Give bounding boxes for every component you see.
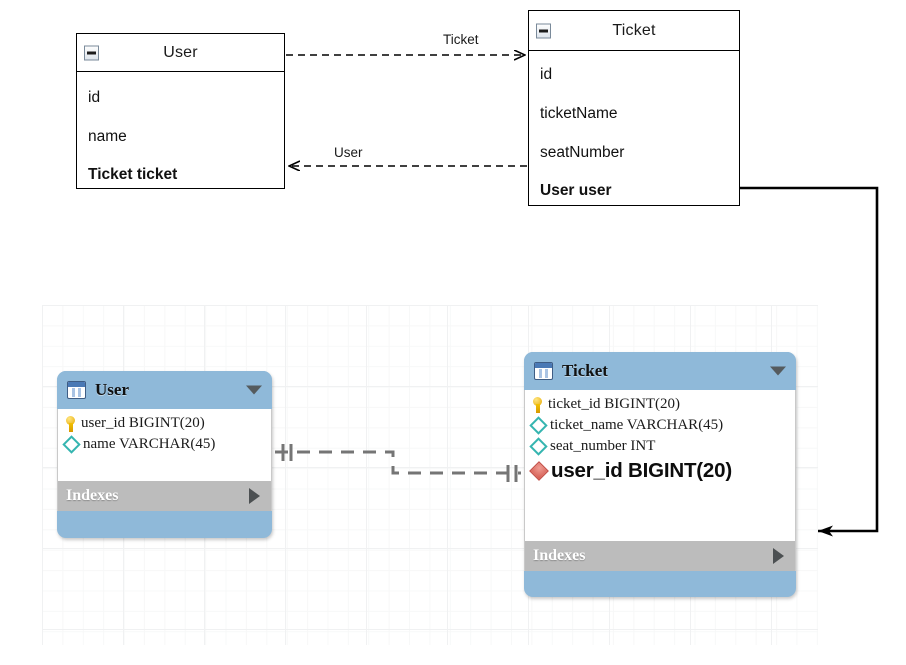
eer-column-label: ticket_name VARCHAR(45) [550, 417, 724, 433]
uml-class-ticket[interactable]: Ticket id ticketName seatNumber User use… [528, 10, 740, 206]
eer-column-label: user_id BIGINT(20) [81, 415, 205, 431]
eer-table-ticket-title: Ticket [562, 361, 608, 380]
eer-column-row[interactable]: ticket_name VARCHAR(45) [525, 415, 795, 436]
eer-table-ticket-header[interactable]: Ticket [524, 352, 796, 390]
uml-class-user[interactable]: User id name Ticket ticket [76, 33, 285, 189]
eer-column-label: ticket_id BIGINT(20) [548, 396, 681, 412]
uml-attribute: User user [540, 182, 612, 199]
eer-table-ticket-columns: ticket_id BIGINT(20) ticket_name VARCHAR… [524, 390, 796, 541]
eer-table-user[interactable]: User user_id BIGINT(20) name VARCHAR(45)… [57, 371, 272, 538]
uml-attribute: id [540, 66, 553, 83]
caret-right-icon[interactable] [773, 548, 784, 564]
eer-table-user-columns: user_id BIGINT(20) name VARCHAR(45) [57, 409, 272, 481]
uml-class-user-header: User [77, 34, 284, 72]
association-label-user: User [334, 145, 363, 160]
minus-icon[interactable] [536, 23, 551, 38]
mapping-arrow [740, 186, 879, 537]
eer-table-ticket-indexes[interactable]: Indexes [524, 541, 796, 571]
eer-column-label: user_id BIGINT(20) [551, 459, 732, 482]
minus-icon[interactable] [84, 45, 99, 60]
uml-class-user-title: User [163, 43, 198, 61]
eer-table-user-footer [57, 511, 272, 525]
eer-column-row-foreign-key[interactable]: user_id BIGINT(20) [525, 457, 795, 485]
caret-right-icon[interactable] [249, 488, 260, 504]
caret-down-icon[interactable] [770, 366, 786, 376]
uml-class-ticket-title: Ticket [612, 21, 656, 39]
eer-column-row[interactable]: ticket_id BIGINT(20) [525, 394, 795, 415]
eer-table-ticket-footer [524, 571, 796, 585]
indexes-label: Indexes [66, 487, 119, 504]
uml-attribute: Ticket ticket [88, 166, 178, 183]
association-label-ticket: Ticket [443, 32, 479, 47]
eer-table-user-header[interactable]: User [57, 371, 272, 409]
eer-table-user-title: User [95, 380, 129, 399]
caret-down-icon[interactable] [246, 385, 262, 395]
eer-column-label: name VARCHAR(45) [83, 436, 216, 452]
uml-attribute: seatNumber [540, 144, 625, 161]
eer-column-row[interactable]: user_id BIGINT(20) [58, 413, 271, 434]
eer-column-label: seat_number INT [550, 438, 656, 454]
uml-class-ticket-header: Ticket [529, 11, 739, 51]
uml-attribute: id [88, 89, 101, 106]
eer-table-ticket[interactable]: Ticket ticket_id BIGINT(20) ticket_name … [524, 352, 796, 597]
uml-attribute: name [88, 128, 127, 145]
eer-table-user-indexes[interactable]: Indexes [57, 481, 272, 511]
indexes-label: Indexes [533, 547, 586, 564]
primary-key-icon [65, 415, 76, 432]
primary-key-icon [532, 396, 543, 413]
uml-attribute: ticketName [540, 105, 618, 122]
eer-relationship-connector[interactable] [275, 444, 521, 482]
table-icon [67, 381, 86, 399]
table-icon [534, 362, 553, 380]
eer-column-row[interactable]: seat_number INT [525, 436, 795, 457]
eer-column-row[interactable]: name VARCHAR(45) [58, 434, 271, 455]
